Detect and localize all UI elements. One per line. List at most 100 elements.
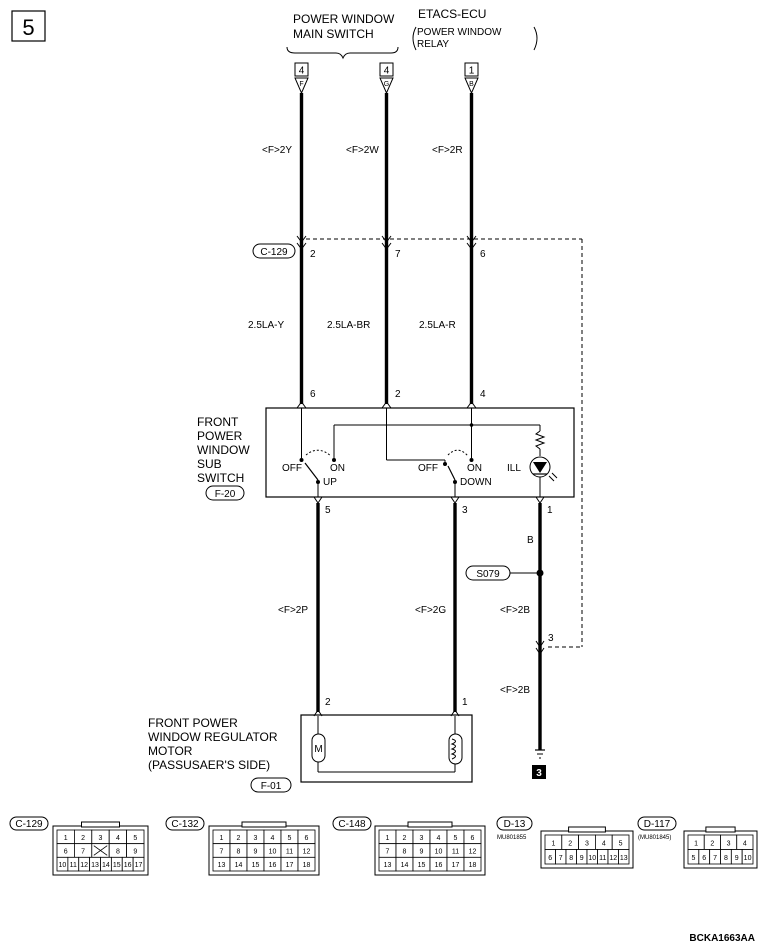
connector-pin-number: 18 — [303, 862, 311, 869]
connector-pin-number: 10 — [269, 849, 277, 856]
connector-pin-number: 16 — [435, 862, 443, 869]
motor-box — [300, 714, 473, 783]
label-line: MOTOR — [148, 744, 193, 758]
wire-code-2g: <F>2G — [415, 605, 446, 616]
sub-switch-box — [265, 407, 575, 498]
sub-switch-circuit — [299, 408, 558, 497]
ill-label: ILL — [507, 463, 521, 474]
label-line: SWITCH — [197, 471, 244, 485]
switch-top-pin-2: 2 — [395, 389, 401, 400]
connector-pin-number: 12 — [609, 855, 617, 862]
connector-pin-number: 4 — [602, 840, 606, 847]
connector-view-label: C-132 — [171, 819, 199, 830]
connector-pin-number: 3 — [727, 840, 731, 847]
drawing-code: BCKA1663AA — [689, 933, 755, 944]
switch-bottom-pin-5: 5 — [325, 505, 331, 516]
lower-wires — [316, 503, 545, 750]
main-switch-line-2: MAIN SWITCH — [293, 27, 374, 41]
switch-b-off: OFF — [418, 463, 438, 474]
connector-pin-number: 4 — [116, 835, 120, 842]
switch-a-off: OFF — [282, 463, 302, 474]
connector-view-label: D-13 — [504, 819, 526, 830]
pin-letter: F — [299, 81, 303, 88]
connector-pin-number: 8 — [403, 849, 407, 856]
connector-pin-number: 3 — [420, 835, 424, 842]
connector-pin-number: 17 — [452, 862, 460, 869]
wire-code-2y: <F>2Y — [262, 145, 292, 156]
label-line: POWER — [197, 429, 243, 443]
top-pin-g: 4 G — [379, 62, 394, 95]
page-number: 5 — [22, 15, 34, 40]
connector-pin-number: 15 — [418, 862, 426, 869]
connector-pin-number: 6 — [702, 855, 706, 862]
wire-code-2b-lower: <F>2B — [500, 685, 530, 696]
connector-pin-number: 3 — [254, 835, 258, 842]
ground-symbol: 3 — [532, 749, 546, 779]
connector-pin-number: 15 — [113, 862, 121, 869]
wire-spec-y: 2.5LA-Y — [248, 320, 284, 331]
connector-pin-number: 8 — [569, 855, 573, 862]
f01-label: F-01 — [261, 781, 282, 792]
connector-pin-number: 17 — [135, 862, 143, 869]
etacs-ecu-label: ETACS-ECU POWER WINDOW RELAY — [412, 7, 538, 51]
pin-number: 4 — [384, 66, 390, 77]
switch-up: UP — [323, 477, 337, 488]
connector-pin-number: 6 — [305, 835, 309, 842]
page-number-box: 5 — [11, 10, 46, 42]
connector-pin-number: 6 — [471, 835, 475, 842]
connector-part-number: (MU801845) — [638, 835, 671, 841]
connector-pin-number: 6 — [548, 855, 552, 862]
label-line: WINDOW — [197, 443, 250, 457]
connector-pin-number: 5 — [133, 835, 137, 842]
connector-c129-marks — [296, 235, 583, 648]
connector-pin-number: 7 — [386, 849, 390, 856]
connector-pin-number: 13 — [384, 862, 392, 869]
switch-b-on: ON — [467, 463, 482, 474]
connector-pin-number: 9 — [735, 855, 739, 862]
connector-pin-number: 18 — [469, 862, 477, 869]
connector-pin-number: 9 — [580, 855, 584, 862]
c129-pin-3: 3 — [548, 633, 554, 644]
connector-pin-number: 15 — [252, 862, 260, 869]
connector-pin-number: 5 — [619, 840, 623, 847]
main-switch-line-1: POWER WINDOW — [293, 12, 395, 26]
connector-pin-number: 7 — [559, 855, 563, 862]
switch-a-on: ON — [330, 463, 345, 474]
connector-pin-number: 8 — [724, 855, 728, 862]
label-line: FRONT — [197, 415, 239, 429]
connector-pin-number: 11 — [286, 849, 293, 856]
wire-b-label: B — [527, 535, 534, 546]
sub-switch-top-marks — [296, 401, 477, 409]
connector-pin-number: 1 — [64, 835, 68, 842]
connector-pin-number: 13 — [91, 862, 99, 869]
connector-pin-number: 1 — [694, 840, 698, 847]
switch-bottom-pin-1: 1 — [547, 505, 553, 516]
c129-label-text: C-129 — [260, 247, 288, 258]
connector-pin-number: 9 — [254, 849, 258, 856]
connector-pin-number: 2 — [710, 840, 714, 847]
switch-bottom-pin-3: 3 — [462, 505, 468, 516]
c129-pin-2: 2 — [310, 249, 316, 260]
pin-number: 4 — [299, 66, 305, 77]
connector-pin-number: 8 — [237, 849, 241, 856]
wire-spec-br: 2.5LA-BR — [327, 320, 370, 331]
connector-pin-number: 3 — [99, 835, 103, 842]
connector-pin-number: 7 — [220, 849, 224, 856]
connector-pin-number: 16 — [124, 862, 132, 869]
connector-pin-number: 12 — [80, 862, 88, 869]
main-switch-label: POWER WINDOW MAIN SWITCH — [286, 12, 399, 60]
connector-pin-number: 10 — [744, 855, 752, 862]
connector-pin-number: 4 — [743, 840, 747, 847]
motor-pin-2: 2 — [325, 697, 331, 708]
motor-pin-1: 1 — [462, 697, 468, 708]
connector-pin-number: 5 — [691, 855, 695, 862]
connector-part-number: MU801855 — [497, 835, 527, 841]
c129-label: C-129 — [252, 243, 296, 259]
label-line: FRONT POWER — [148, 716, 238, 730]
f20-label: F-20 — [215, 489, 236, 500]
etacs-line-1: ETACS-ECU — [418, 7, 486, 21]
